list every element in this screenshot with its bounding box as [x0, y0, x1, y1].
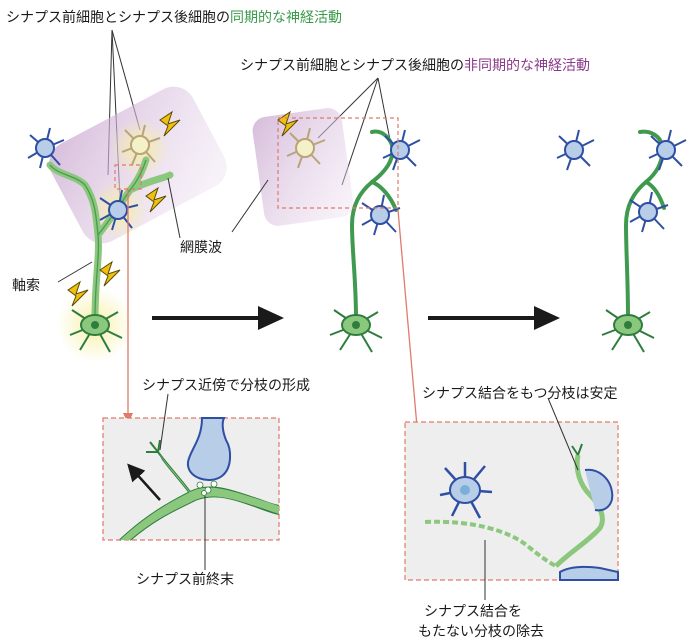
label-branch-removal-line2: もたない分枝の除去: [418, 624, 544, 640]
detail-box-branch-stability: [404, 397, 619, 600]
ganglion-cell-3: [601, 309, 655, 353]
transition-arrow-2: [428, 306, 560, 330]
target-cell-1c: [99, 189, 139, 231]
async-title: シナプス前細胞とシナプス後細胞の非同期的な神経活動: [240, 57, 590, 74]
panel-asynchronous: [231, 108, 423, 444]
ganglion-cell-1: [69, 309, 123, 353]
growth-cone: [146, 439, 161, 453]
target-cell-3a: [556, 129, 595, 171]
target-cell-2c: [361, 194, 401, 236]
bolts-1: [67, 110, 181, 307]
target-cell-1b: [121, 124, 161, 166]
postsynaptic-terminal-upper: [584, 468, 614, 512]
target-cell-3b: [648, 129, 687, 171]
label-axon: 軸索: [12, 277, 40, 294]
target-cell-3c: [629, 191, 669, 233]
label-retinal-wave: 網膜波: [180, 240, 222, 256]
label-branch-formation: シナプス近傍で分枝の形成: [142, 377, 310, 394]
target-cell-2b: [382, 129, 421, 171]
postsynaptic-terminal-lower: [559, 565, 619, 581]
zoom-box-2: [277, 117, 399, 209]
transition-arrow-1: [152, 306, 284, 330]
panel-synchronous: [27, 86, 227, 424]
label-branch-removal-line1: シナプス結合を: [424, 604, 522, 620]
target-cell-2a: [286, 127, 326, 169]
retinal-wave-band-2: [252, 108, 354, 226]
removed-branch: [424, 519, 557, 568]
label-stable-branch: シナプス結合をもつ分枝は安定: [422, 386, 617, 402]
label-presynaptic-terminal: シナプス前終末: [136, 571, 234, 588]
target-cell-1a: [27, 127, 65, 169]
zoom-arrow-2: [397, 209, 423, 444]
detail-box-branch-formation: [102, 393, 280, 570]
vesicles: [196, 480, 218, 496]
sync-title: シナプス前細胞とシナプス後細胞の同期的な神経活動: [6, 9, 342, 26]
growth-direction-arrow: [127, 463, 161, 501]
detail-target-cell: [439, 462, 493, 519]
panel-refined: [556, 129, 687, 353]
ganglion-cell-2: [329, 309, 383, 353]
bolt-2: [277, 110, 299, 137]
postsynaptic-bulb: [186, 417, 232, 481]
